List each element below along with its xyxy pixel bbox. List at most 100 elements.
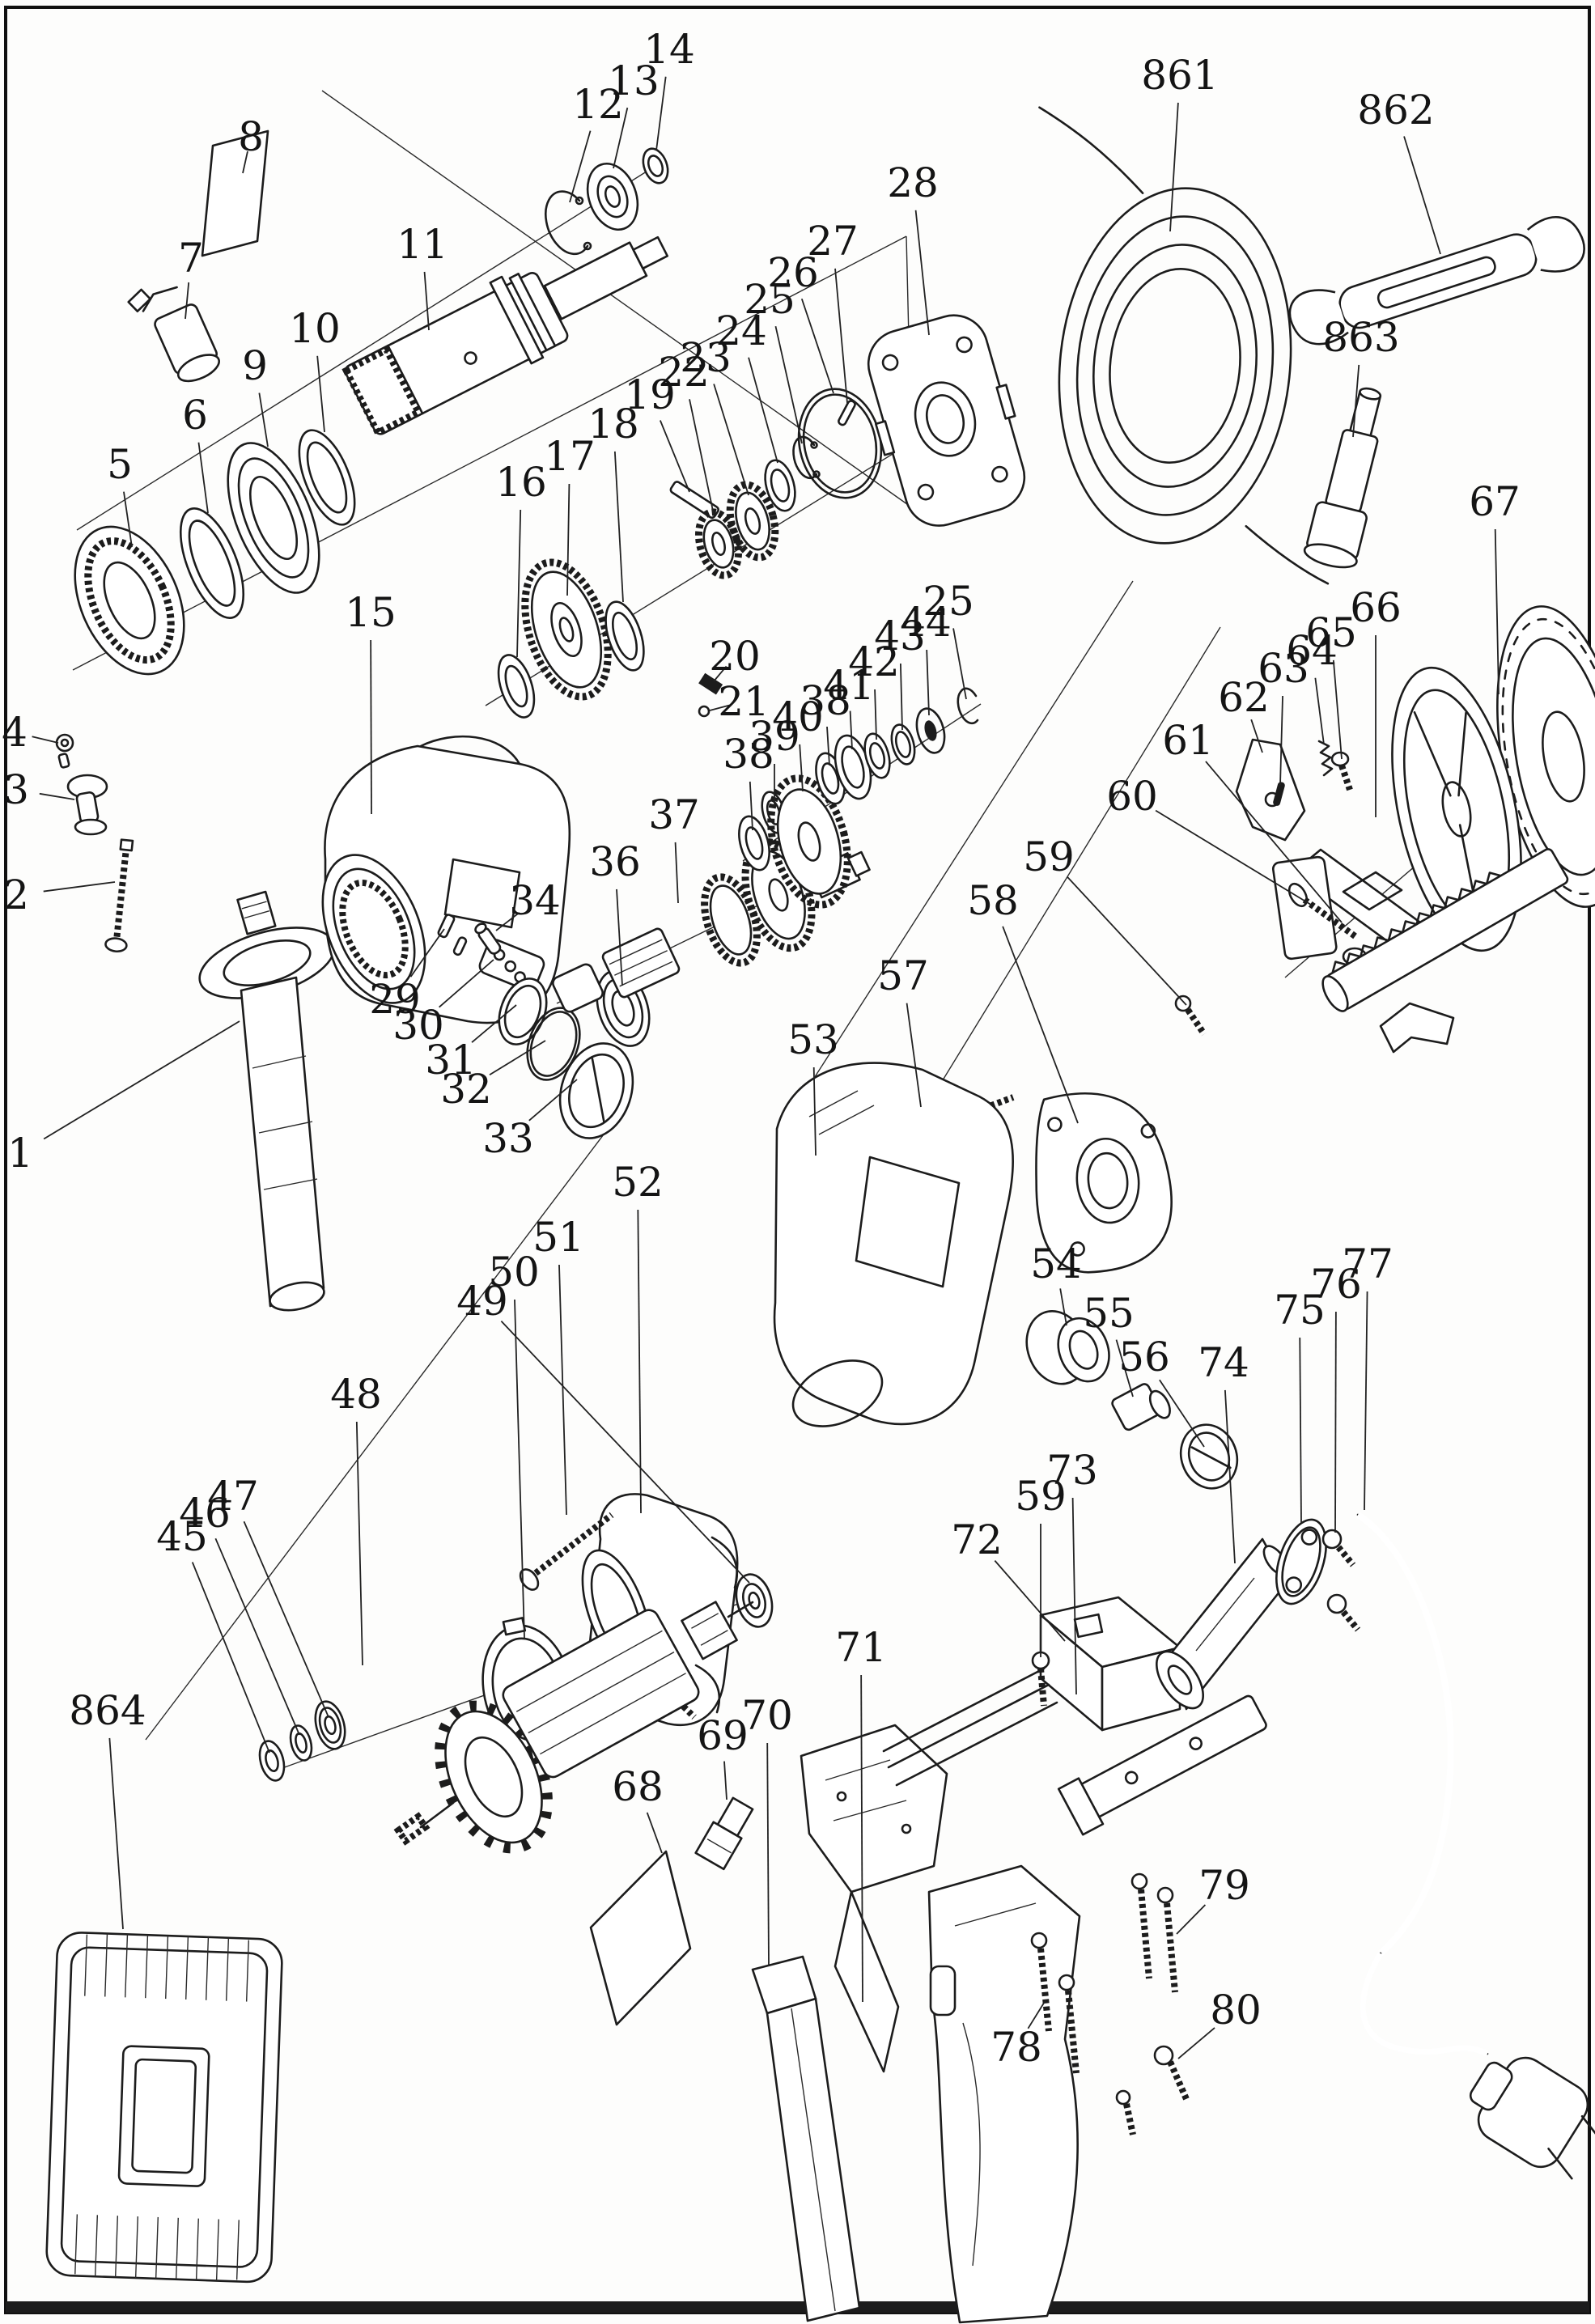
- part-3-cap: [66, 774, 108, 836]
- leader-line-63: [1279, 695, 1283, 786]
- part-number-26: 26: [767, 249, 819, 296]
- part-55-latch: [1111, 1383, 1171, 1431]
- part-number-47: 47: [207, 1473, 259, 1520]
- parts-artwork: [45, 106, 1595, 2324]
- leader-line-54: [1059, 1288, 1067, 1326]
- part-864-case: [45, 1932, 283, 2284]
- leader-line-20: [713, 665, 728, 682]
- part-46-washer: [289, 1724, 313, 1762]
- leader-line-68: [646, 1812, 663, 1854]
- part-28-bearing-plate: [867, 314, 1026, 527]
- part-number-59a: 59: [1023, 833, 1075, 880]
- leader-line-38a: [749, 781, 753, 831]
- leader-line-30: [439, 959, 494, 1008]
- leader-line-44: [926, 649, 930, 716]
- part-number-21: 21: [718, 678, 770, 725]
- part-number-72: 72: [951, 1516, 1003, 1563]
- part-number-63: 63: [1258, 645, 1309, 692]
- part-number-9: 9: [242, 342, 268, 389]
- part-number-14: 14: [643, 26, 695, 73]
- part-27-pin: [838, 400, 856, 426]
- part-74-grip-tube: [1156, 1537, 1288, 1711]
- leader-line-59a: [1067, 876, 1187, 1006]
- part-2-screw: [104, 838, 134, 953]
- part-number-30: 30: [392, 1002, 444, 1049]
- leader-line-11: [423, 271, 430, 331]
- part-number-10: 10: [289, 305, 341, 352]
- part-20-key: [698, 672, 723, 695]
- part-number-36: 36: [589, 838, 641, 885]
- part-number-33: 33: [482, 1115, 534, 1162]
- leader-line-7: [185, 282, 190, 320]
- part-71-housing-inner: [800, 1724, 948, 2073]
- part-38a-washer: [738, 815, 770, 872]
- leader-line-50: [514, 1299, 525, 1639]
- leader-line-21: [709, 704, 731, 711]
- leader-line-26: [800, 298, 834, 394]
- part-number-55: 55: [1083, 1290, 1135, 1337]
- part-45-washer: [258, 1740, 286, 1782]
- part-863-depth-rod: [1303, 387, 1382, 569]
- part-number-4: 4: [2, 709, 28, 756]
- part-number-31: 31: [425, 1037, 477, 1084]
- part-number-67: 67: [1469, 478, 1521, 525]
- part-number-39: 39: [749, 713, 800, 760]
- part-number-80: 80: [1210, 1987, 1262, 2034]
- leader-line-16: [516, 509, 522, 658]
- leader-line-14: [655, 76, 667, 151]
- part-number-27: 27: [807, 218, 859, 265]
- leader-line-76: [1334, 1311, 1337, 1533]
- leader-line-1: [43, 1020, 240, 1140]
- leader-line-58: [1002, 926, 1079, 1124]
- part-60-screw: [1287, 882, 1359, 940]
- part-61-rack-bar: [1321, 848, 1569, 1012]
- part-number-68: 68: [612, 1763, 664, 1810]
- leader-line-23: [713, 384, 749, 496]
- part-19-key: [669, 481, 719, 520]
- leader-line-47: [243, 1520, 329, 1718]
- part-number-62: 62: [1218, 674, 1270, 721]
- part-number-58: 58: [967, 877, 1019, 924]
- part-42-washer: [863, 732, 891, 779]
- leader-line-6: [197, 442, 209, 514]
- part-62-lock-lever: [1235, 738, 1306, 842]
- part-number-40: 40: [772, 693, 824, 740]
- leader-line-32: [489, 1040, 546, 1076]
- leader-line-10: [316, 355, 325, 433]
- part-number-862: 862: [1357, 87, 1434, 134]
- leader-line-42: [874, 689, 877, 740]
- part-number-45: 45: [156, 1513, 208, 1560]
- part-number-52: 52: [612, 1159, 664, 1206]
- part-number-75: 75: [1274, 1287, 1326, 1334]
- part-48-armature: [393, 1601, 754, 1854]
- part-number-64: 64: [1286, 627, 1338, 674]
- callout-layer: 1234567891011121314151617181920212223242…: [2, 26, 1521, 2071]
- part-21-ball: [698, 705, 711, 718]
- part-11-spindle: [341, 235, 669, 438]
- part-number-48: 48: [330, 1371, 382, 1418]
- part-78-screws: [1030, 1932, 1080, 2074]
- part-number-6: 6: [182, 392, 208, 439]
- part-number-19: 19: [624, 371, 676, 418]
- part-number-32: 32: [440, 1066, 492, 1113]
- leader-line-57: [906, 1003, 922, 1108]
- part-54-lock-button: [1025, 1310, 1110, 1385]
- part-number-71: 71: [835, 1624, 887, 1671]
- leader-line-64: [1314, 677, 1325, 745]
- part-number-69: 69: [697, 1712, 749, 1759]
- part-41-washer: [834, 734, 872, 800]
- part-number-51: 51: [532, 1214, 584, 1261]
- part-25-circlip-b: [957, 687, 979, 725]
- leader-line-13: [613, 107, 629, 169]
- leader-line-80: [1177, 2027, 1215, 2059]
- part-33-cover: [558, 1042, 634, 1139]
- part-13-bearing: [586, 163, 639, 231]
- part-6-washer: [179, 507, 245, 619]
- part-5-gear-sleeve: [74, 525, 185, 676]
- leader-line-73: [1071, 1497, 1077, 1695]
- part-number-1: 1: [7, 1130, 33, 1177]
- part-34-pin: [474, 922, 502, 955]
- part-63-pin: [1273, 782, 1285, 806]
- leader-line-49: [500, 1321, 750, 1584]
- part-68-label-sheet: [589, 1850, 692, 2026]
